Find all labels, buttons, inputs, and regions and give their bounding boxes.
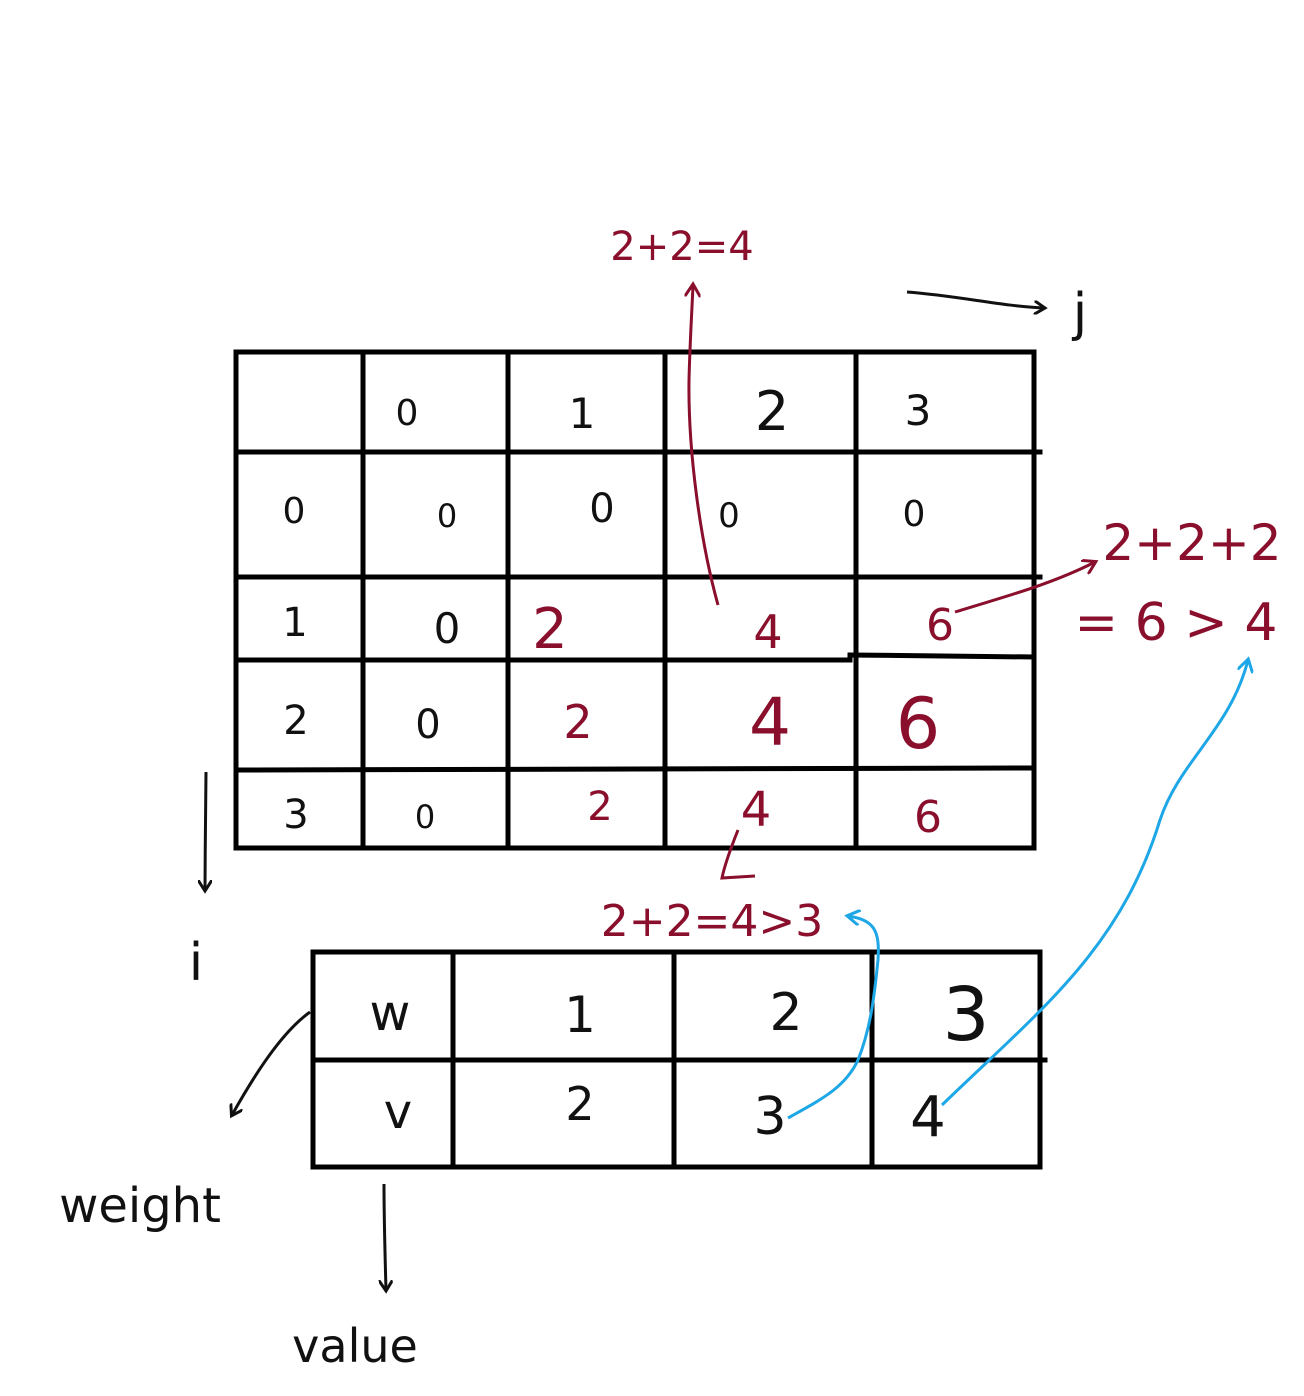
blue-arrow-value-3-to-right-annotation [940,660,1248,1107]
arrow-to-bottom-annotation [720,829,756,880]
dp-cell-3-0: 0 [415,798,435,836]
dp-row-label-0: 0 [283,491,306,532]
dp-cell-0-1: 0 [589,486,614,532]
arrow-to-right-annotation [954,562,1095,614]
items-weight-2: 2 [769,983,802,1043]
dp-header-row: 0 1 2 3 [396,380,932,443]
dp-cell-1-0: 0 [434,604,461,653]
annotation-right-line1: 2+2+2 [1102,514,1281,572]
dp-header-col-2: 2 [755,380,789,443]
j-axis-label: j [1072,283,1087,343]
dp-cell-2-1: 2 [563,695,592,749]
dp-cell-1-1: 2 [532,597,568,662]
value-pointer-arrow [384,1183,386,1290]
dp-row-1: 1 0 2 4 6 [282,597,954,662]
dp-cell-3-2: 4 [741,782,772,838]
items-weight-header: w [370,984,411,1042]
dp-row-0: 0 0 0 0 0 [283,486,926,536]
dp-header-col-0: 0 [396,393,419,434]
dp-row-label-3: 3 [283,792,308,838]
annotation-right-line2: = 6 > 4 [1075,593,1278,653]
weight-pointer-arrow [232,1010,311,1115]
blue-arrow-value-2-to-bottom-annotation [787,916,880,1120]
dp-cell-2-3: 6 [896,683,941,765]
dp-cell-0-0: 0 [437,497,457,535]
dp-header-col-3: 3 [905,386,932,435]
dp-cell-1-3: 6 [926,600,954,651]
annotation-bottom: 2+2=4>3 [601,896,824,947]
j-axis-arrow [906,290,1044,308]
dp-row-3: 3 0 2 4 6 [283,782,942,843]
items-value-3: 4 [910,1085,946,1150]
items-value-2: 3 [753,1087,786,1147]
dp-cell-3-1: 2 [587,784,612,830]
i-axis-label: i [189,933,203,993]
items-table-grid [310,949,1048,1170]
dp-row-2: 2 0 2 4 6 [283,683,940,765]
items-value-header: v [384,1084,412,1140]
dp-row-label-1: 1 [282,600,307,646]
dp-cell-3-3: 6 [914,792,942,843]
items-weight-1: 1 [564,986,596,1044]
i-axis-arrow [205,771,206,890]
dp-cell-1-2: 4 [753,605,782,659]
dp-table-grid [233,349,1043,851]
dp-row-label-2: 2 [283,698,308,744]
dp-cell-2-2: 4 [749,684,791,761]
dp-cell-0-2: 0 [718,496,740,536]
annotation-top: 2+2=4 [610,224,753,270]
items-value-1: 2 [565,1077,594,1131]
dp-cell-2-0: 0 [415,702,440,748]
items-weight-row: w 1 2 3 [370,972,990,1058]
dp-cell-0-3: 0 [903,494,926,535]
weight-label: weight [59,1178,221,1234]
items-weight-3: 3 [942,972,989,1058]
value-label: value [292,1319,418,1373]
arrow-to-top-annotation [689,285,720,606]
items-value-row: v 2 3 4 [384,1077,946,1150]
dp-header-col-1: 1 [569,389,596,438]
